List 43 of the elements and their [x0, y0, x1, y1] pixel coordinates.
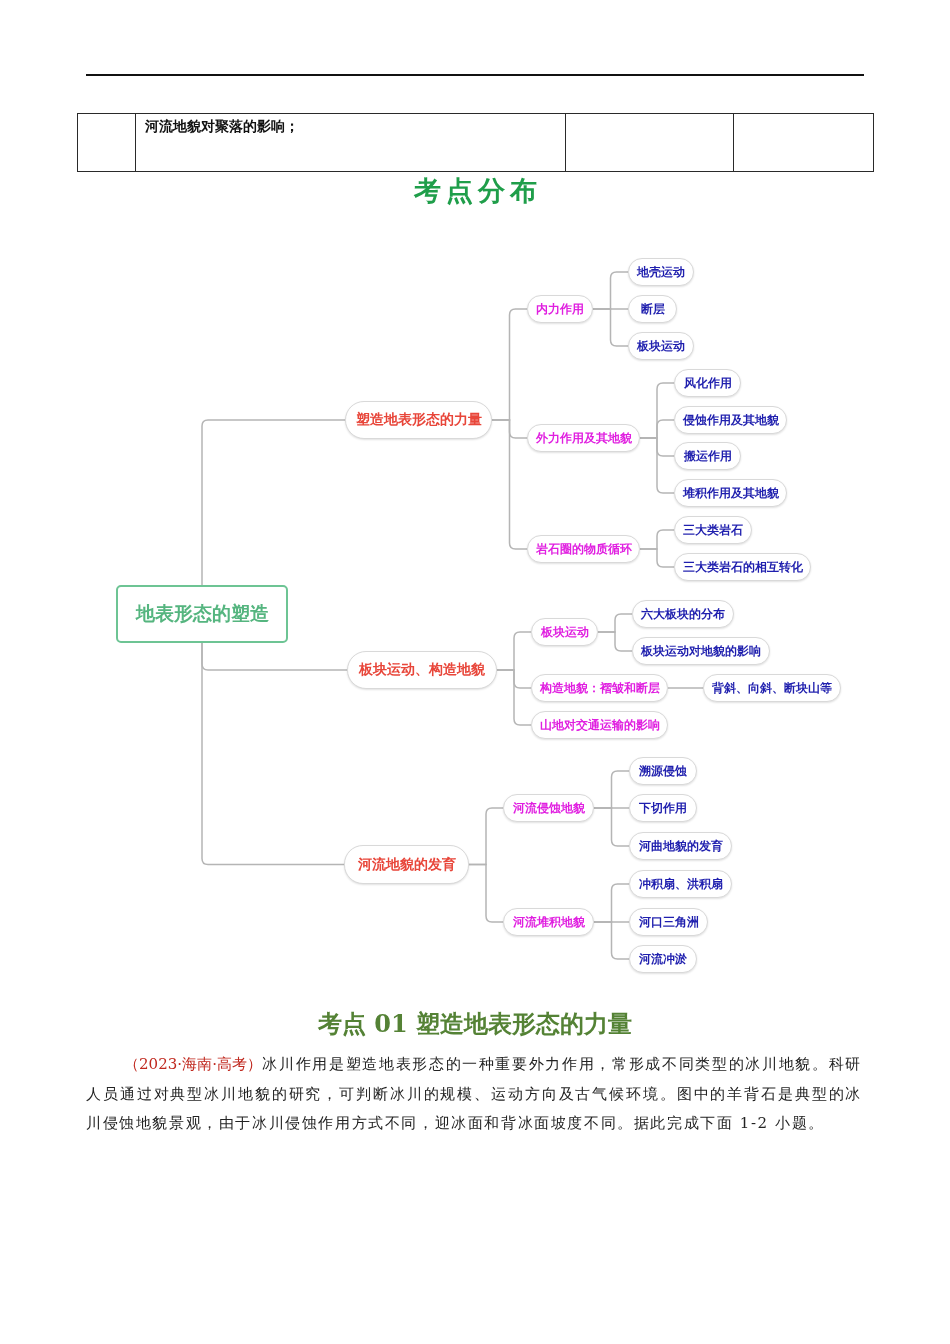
section-heading: 考点 01 塑造地表形态的力量	[317, 1008, 633, 1040]
subtopic-pill: 地壳运动	[628, 258, 694, 286]
diagram-title: 考点分布	[412, 174, 542, 208]
question-paragraph: （2023·海南·高考）冰川作用是塑造地表形态的一种重要外力作用，常形成不同类型的冰川地貌。科研人员通过对典型冰川地貌的研究，可判断冰川的规模、运动方向及古气候环境。图中的羊背石是典型的冰川侵蚀地貌景观，由于冰川侵蚀作用方式不同，迎冰面和背冰面坡度不同。据此完成下面 1-2 小题。	[86, 1054, 862, 1134]
subtopic-pill: 板块运动对地貌的影响	[632, 637, 770, 665]
topic-pill: 塑造地表形态的力量	[345, 401, 492, 439]
subtopic-pill: 三大类岩石	[674, 516, 752, 544]
subtopic-pill: 堆积作用及其地貌	[674, 479, 787, 507]
connector-line	[201, 419, 346, 586]
subtopic-pill: 六大板块的分布	[632, 600, 734, 628]
subtopic-pill: 冲积扇、洪积扇	[629, 870, 732, 898]
subtopic-pill: 溯源侵蚀	[629, 757, 697, 785]
subtopic-pill: 岩石圈的物质循环	[527, 535, 640, 563]
subtopic-pill: 河流冲淤	[629, 945, 697, 973]
table-cell: 河流地貌对聚落的影响；	[135, 113, 566, 172]
subtopic-pill: 外力作用及其地貌	[527, 424, 640, 452]
subtopic-pill: 河流堆积地貌	[503, 908, 594, 936]
connector-line	[592, 308, 629, 347]
subtopic-pill: 河曲地貌的发育	[629, 832, 732, 860]
subtopic-pill: 河流侵蚀地貌	[503, 794, 594, 822]
subtopic-pill: 河口三角洲	[629, 908, 708, 936]
subtopic-pill: 内力作用	[527, 295, 593, 323]
subtopic-pill: 下切作用	[629, 794, 697, 822]
subtopic-pill: 山地对交通运输的影响	[531, 711, 668, 739]
subtopic-pill: 风化作用	[674, 369, 741, 397]
subtopic-pill: 背斜、向斜、断块山等	[703, 674, 841, 702]
connector-line	[597, 631, 633, 652]
main-topic-box: 地表形态的塑造	[116, 585, 288, 643]
connector-line	[593, 807, 630, 847]
subtopic-pill: 板块运动	[531, 618, 598, 646]
subtopic-pill: 板块运动	[628, 332, 694, 360]
connector-line	[667, 687, 704, 689]
subtopic-pill: 侵蚀作用及其地貌	[674, 406, 787, 434]
topic-pill: 板块运动、构造地貌	[347, 651, 497, 689]
subtopic-pill: 搬运作用	[674, 442, 741, 470]
connector-line	[593, 921, 630, 960]
subtopic-pill: 构造地貌：褶皱和断层	[531, 674, 668, 702]
topic-pill: 河流地貌的发育	[344, 845, 469, 884]
subtopic-pill: 三大类岩石的相互转化	[674, 553, 811, 581]
connector-line	[491, 419, 528, 550]
connector-line	[201, 642, 345, 866]
connector-line	[639, 548, 675, 568]
subtopic-pill: 断层	[628, 295, 677, 323]
